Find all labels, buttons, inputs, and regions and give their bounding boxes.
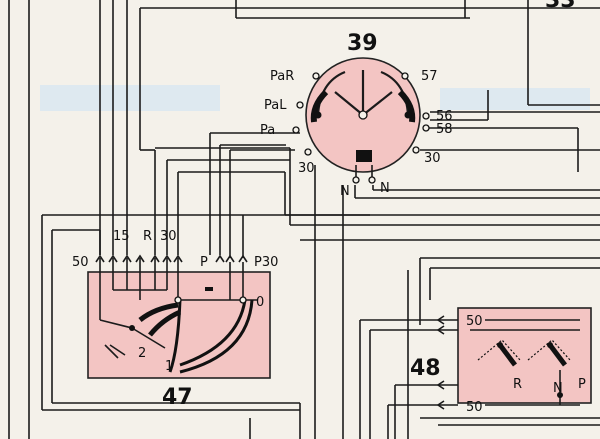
- terminal-label-PaL: PaL: [264, 98, 287, 113]
- terminal-label-15: 15: [113, 229, 130, 244]
- smudge: [440, 88, 590, 110]
- terminal-label-57: 57: [421, 69, 438, 84]
- terminal-label-48-50-top: 50: [466, 314, 483, 329]
- wires: [8, 0, 600, 439]
- terminal-label-N-right: N: [380, 181, 390, 196]
- terminal-label-P30: P30: [254, 255, 278, 270]
- component-48-body: [457, 307, 592, 404]
- terminal-label-PaR: PaR: [270, 69, 294, 84]
- component-48: 50 50 R N P 48: [410, 307, 592, 415]
- terminal-label-56: 56: [436, 109, 453, 124]
- terminal-label-N-left: N: [340, 184, 350, 199]
- terminal-label-Pa: Pa: [260, 123, 275, 138]
- position-label-0: 0: [256, 295, 264, 310]
- terminal-label-58: 58: [436, 122, 453, 137]
- position-label-P: P: [578, 377, 586, 392]
- terminal-label-R: R: [143, 229, 152, 244]
- component-47-number: 47: [162, 385, 193, 410]
- position-label-1: 1: [165, 359, 173, 374]
- position-label-N: N: [553, 381, 563, 396]
- terminal-label-P: P: [200, 255, 208, 270]
- component-48-number: 48: [410, 356, 441, 381]
- component-39-number: 39: [347, 31, 378, 56]
- position-label-2: 2: [138, 346, 146, 361]
- terminal-label-30-right: 30: [424, 151, 441, 166]
- terminal-label-50: 50: [72, 255, 89, 270]
- terminal-label-30-bottom: 30: [298, 161, 315, 176]
- position-label-R: R: [513, 377, 522, 392]
- terminal-label-30: 30: [160, 229, 177, 244]
- corner-label: 33: [545, 0, 576, 13]
- component-39: 39 PaR PaL Pa 57 56 58 30 30 N N: [260, 31, 453, 199]
- smudge: [40, 85, 220, 111]
- component-47: 50 15 R 30 P P30 0 1 2 47: [72, 229, 278, 410]
- terminal-label-48-50-bottom: 50: [466, 400, 483, 415]
